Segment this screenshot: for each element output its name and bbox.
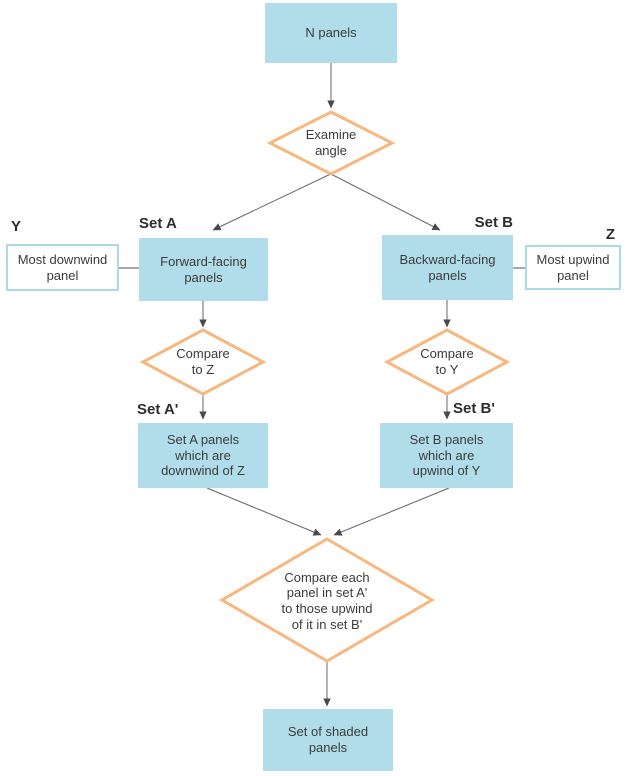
arrow-setbprime-to-compareeach (333, 487, 450, 536)
diamond-compare-to-z (139, 328, 267, 396)
node-n-panels: N panels (265, 3, 397, 63)
diamond-examine-angle-text: Examine angle (305, 127, 357, 158)
node-shaded-panels: Set of shaded panels (263, 709, 393, 771)
diamond-compare-each-text: Compare each panel in set A' to those up… (281, 569, 373, 632)
node-backward-facing-panels: Backward-facing panels (382, 235, 513, 300)
node-most-downwind-panel: Most downwind panel (6, 244, 119, 291)
arrow-setaprime-to-compareeach (206, 487, 322, 536)
diamond-compare-to-z-text: Compare to Z (176, 346, 230, 377)
label-z: Z (605, 226, 615, 243)
diamond-compare-to-y (383, 328, 511, 396)
node-set-a-prime: Set A panels which are downwind of Z (138, 423, 268, 488)
node-set-b-prime: Set B panels which are upwind of Y (380, 423, 513, 488)
node-most-upwind-panel: Most upwind panel (525, 245, 621, 290)
arrow-examine-to-forward (212, 170, 338, 231)
label-set-b-prime: Set B' (453, 400, 495, 417)
node-shaded-panels-label: Set of shaded panels (287, 724, 369, 755)
diamond-compare-to-y-text: Compare to Y (420, 346, 474, 377)
diamond-compare-each (219, 537, 435, 663)
node-most-downwind-label: Most downwind panel (17, 251, 108, 283)
node-n-panels-label: N panels (305, 25, 357, 41)
label-y: Y (11, 218, 22, 235)
label-set-b: Set B (474, 214, 513, 231)
node-set-b-prime-label: Set B panels which are upwind of Y (409, 432, 484, 479)
node-backward-facing-label: Backward-facing panels (399, 251, 496, 283)
node-forward-facing-panels: Forward-facing panels (139, 238, 268, 301)
arrow-examine-to-backward (324, 170, 441, 231)
diamond-examine-angle (266, 110, 396, 176)
node-forward-facing-label: Forward-facing panels (160, 253, 247, 285)
label-set-a-prime: Set A' (137, 401, 179, 418)
label-set-a: Set A (139, 215, 177, 232)
node-set-a-prime-label: Set A panels which are downwind of Z (161, 432, 245, 479)
node-most-upwind-label: Most upwind panel (536, 251, 610, 283)
